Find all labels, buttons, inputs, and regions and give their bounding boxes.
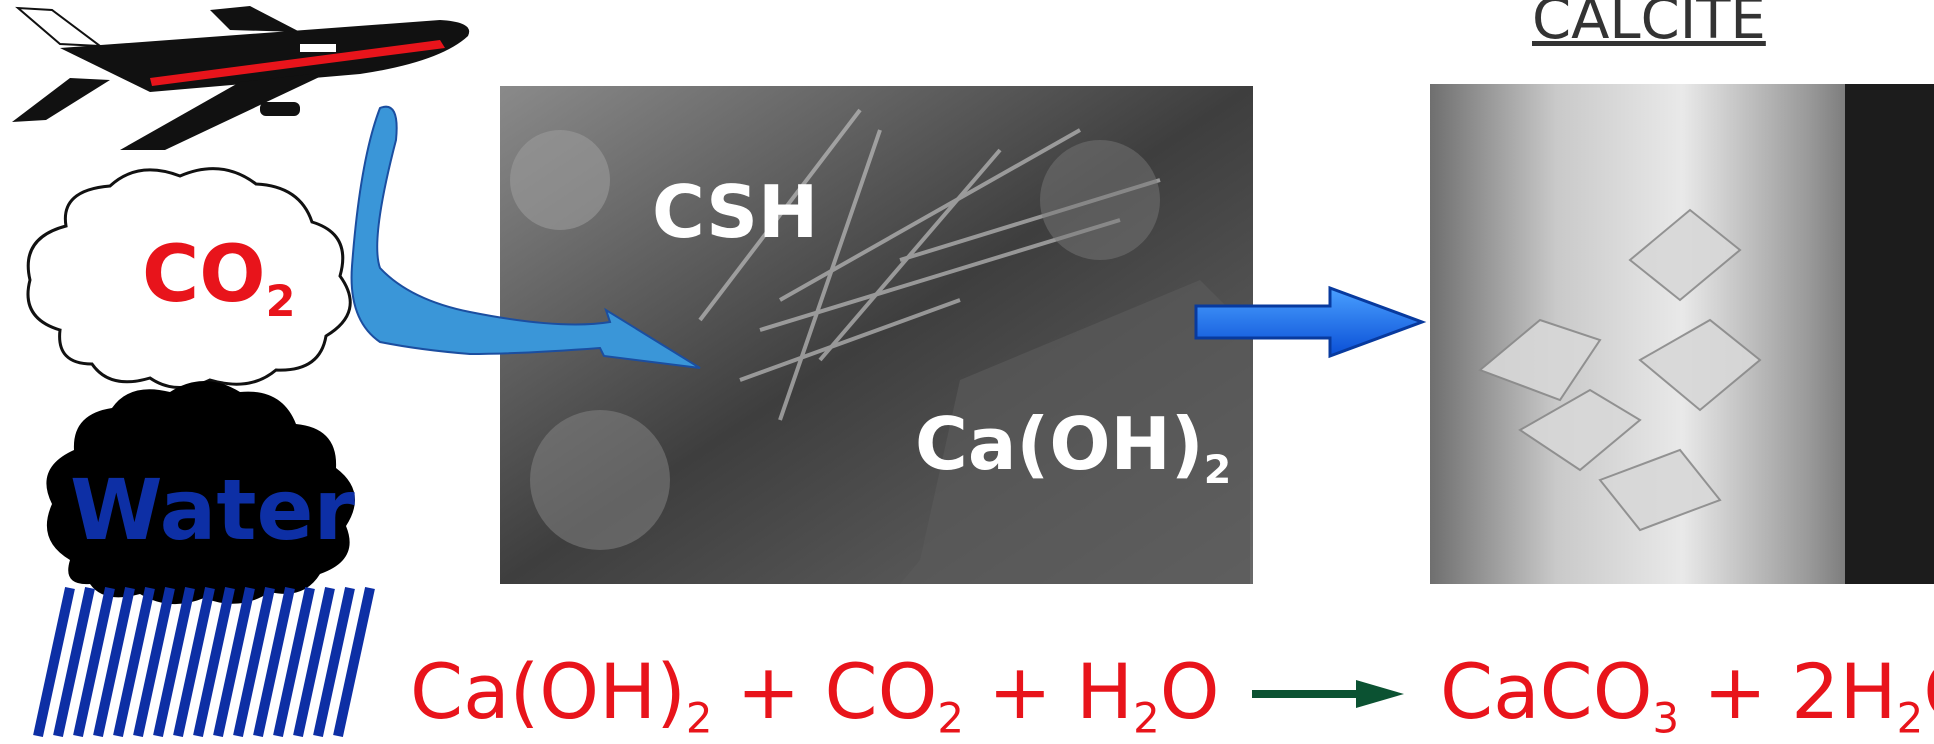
csh-label: CSH xyxy=(652,170,819,254)
caoh-label: Ca(OH)2 xyxy=(915,402,1232,493)
cloud-icon xyxy=(26,167,352,390)
calcite-micrograph-image xyxy=(1430,84,1934,584)
rain-cloud-icon xyxy=(33,381,375,738)
calcite-title: CALCITE xyxy=(1532,0,1766,52)
reaction-arrow xyxy=(1252,680,1404,708)
equation-products: CaCO3 + 2H2O xyxy=(1440,647,1934,743)
block-arrow xyxy=(1194,285,1427,359)
sem-micrograph-image xyxy=(500,86,1253,584)
airplane-icon xyxy=(12,6,470,150)
water-label: Water xyxy=(70,461,355,559)
equation-reactants: Ca(OH)2 + CO2 + H2O xyxy=(410,647,1220,743)
curved-arrow xyxy=(350,105,701,369)
co2-label: CO2 xyxy=(142,230,296,327)
